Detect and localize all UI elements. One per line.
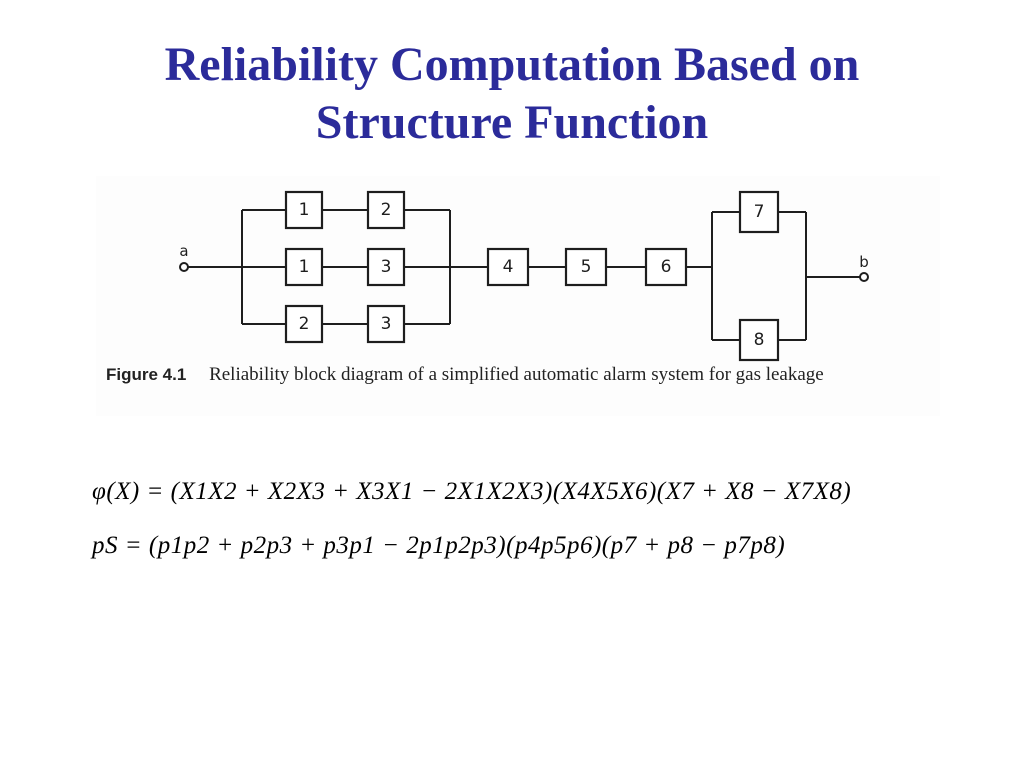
reliability-block-diagram: a 1 2 1 3 2 3 4 5	[179, 190, 869, 362]
block-1-top	[284, 190, 324, 230]
figure-caption: Figure 4.1 Reliability block diagram of …	[106, 364, 940, 386]
block-4-label: 4	[503, 257, 514, 277]
block-2-bottom	[284, 304, 324, 344]
block-3-bottom	[366, 304, 406, 344]
block-6-label: 6	[661, 257, 672, 277]
block-2-top	[366, 190, 406, 230]
block-3-bottom-label: 3	[381, 314, 392, 334]
block-8	[738, 318, 780, 362]
block-3-middle-label: 3	[381, 257, 392, 277]
terminal-b-node	[859, 272, 869, 282]
block-6	[644, 247, 688, 287]
block-7-label: 7	[754, 202, 765, 222]
block-7	[738, 190, 780, 234]
reliability-block-diagram-figure: a 1 2 1 3 2 3 4 5	[96, 176, 940, 416]
block-3-middle	[366, 247, 406, 287]
block-8-label: 8	[754, 330, 765, 350]
slide-title-line-2: Structure Function	[315, 96, 709, 149]
block-5-label: 5	[581, 257, 592, 277]
terminal-a-node	[179, 262, 189, 272]
system-reliability-equation: pS = (p1p2 + p2p3 + p3p1 − 2p1p2p3)(p4p5…	[92, 532, 786, 559]
slide-title-line-1: Reliability Computation Based on	[164, 38, 860, 91]
figure-caption-label: Figure 4.1	[106, 365, 187, 384]
structure-function-equation: φ(X) = (X1X2 + X2X3 + X3X1 − 2X1X2X3)(X4…	[92, 478, 852, 505]
block-4	[486, 247, 530, 287]
block-1-top-label: 1	[299, 200, 310, 220]
block-2-bottom-label: 2	[299, 314, 310, 334]
slide-title: Reliability Computation Based on Structu…	[0, 36, 1024, 152]
figure-caption-text: Reliability block diagram of a simplifie…	[209, 364, 824, 385]
terminal-b-label: b	[859, 253, 869, 271]
block-1-middle	[284, 247, 324, 287]
block-1-middle-label: 1	[299, 257, 310, 277]
block-5	[564, 247, 608, 287]
block-2-top-label: 2	[381, 200, 392, 220]
terminal-a-label: a	[179, 242, 188, 260]
